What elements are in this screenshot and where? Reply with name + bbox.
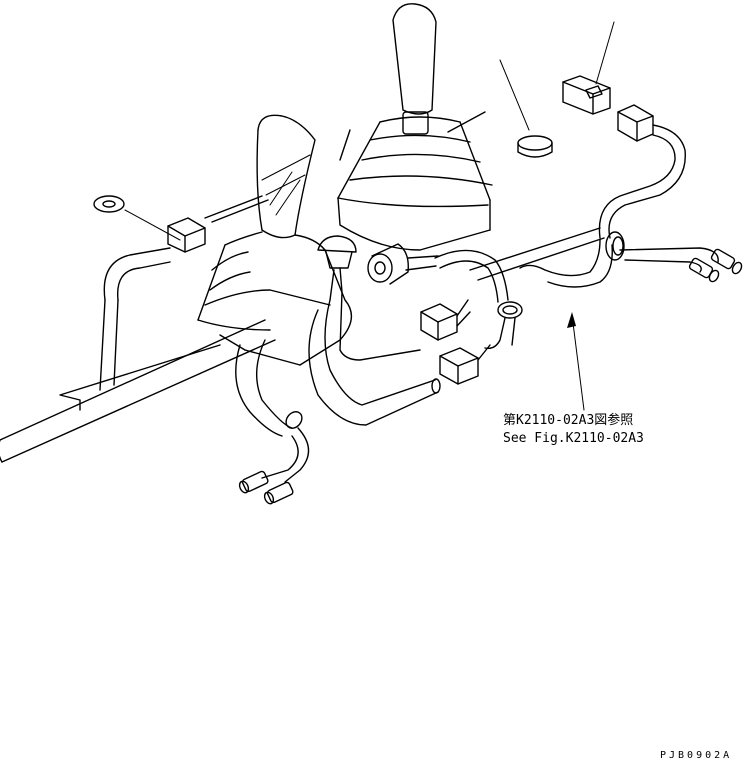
harness-end-connector — [617, 104, 654, 142]
cross-harness — [434, 227, 605, 350]
reference-label-en: See Fig.K2110-02A3 — [503, 431, 644, 446]
bulb-plug — [367, 243, 439, 285]
top-coupler — [562, 21, 615, 115]
cap-plug — [499, 59, 553, 158]
right-harness — [519, 124, 719, 288]
lower-harness — [235, 299, 441, 483]
lamp-socket — [317, 235, 421, 361]
bullet-connectors-right — [688, 248, 743, 283]
left-bracket — [99, 247, 171, 391]
reference-label-jp: 第K2110-02A3図参照 — [503, 412, 633, 428]
lower-connector — [439, 344, 491, 385]
rear-lever-boot — [337, 111, 493, 251]
washer — [93, 195, 181, 241]
left-connector — [167, 195, 269, 253]
frame-tube — [0, 319, 276, 463]
middle-connector — [420, 299, 471, 341]
bullet-connectors-lower — [238, 470, 294, 505]
reference-leader — [567, 312, 585, 411]
drawing-code: PJB0902A — [660, 750, 732, 761]
grommet-right — [605, 231, 625, 261]
front-lever — [256, 114, 316, 239]
rear-lever — [392, 3, 437, 135]
grommet-middle — [497, 301, 523, 319]
front-lever-boot — [197, 231, 353, 366]
